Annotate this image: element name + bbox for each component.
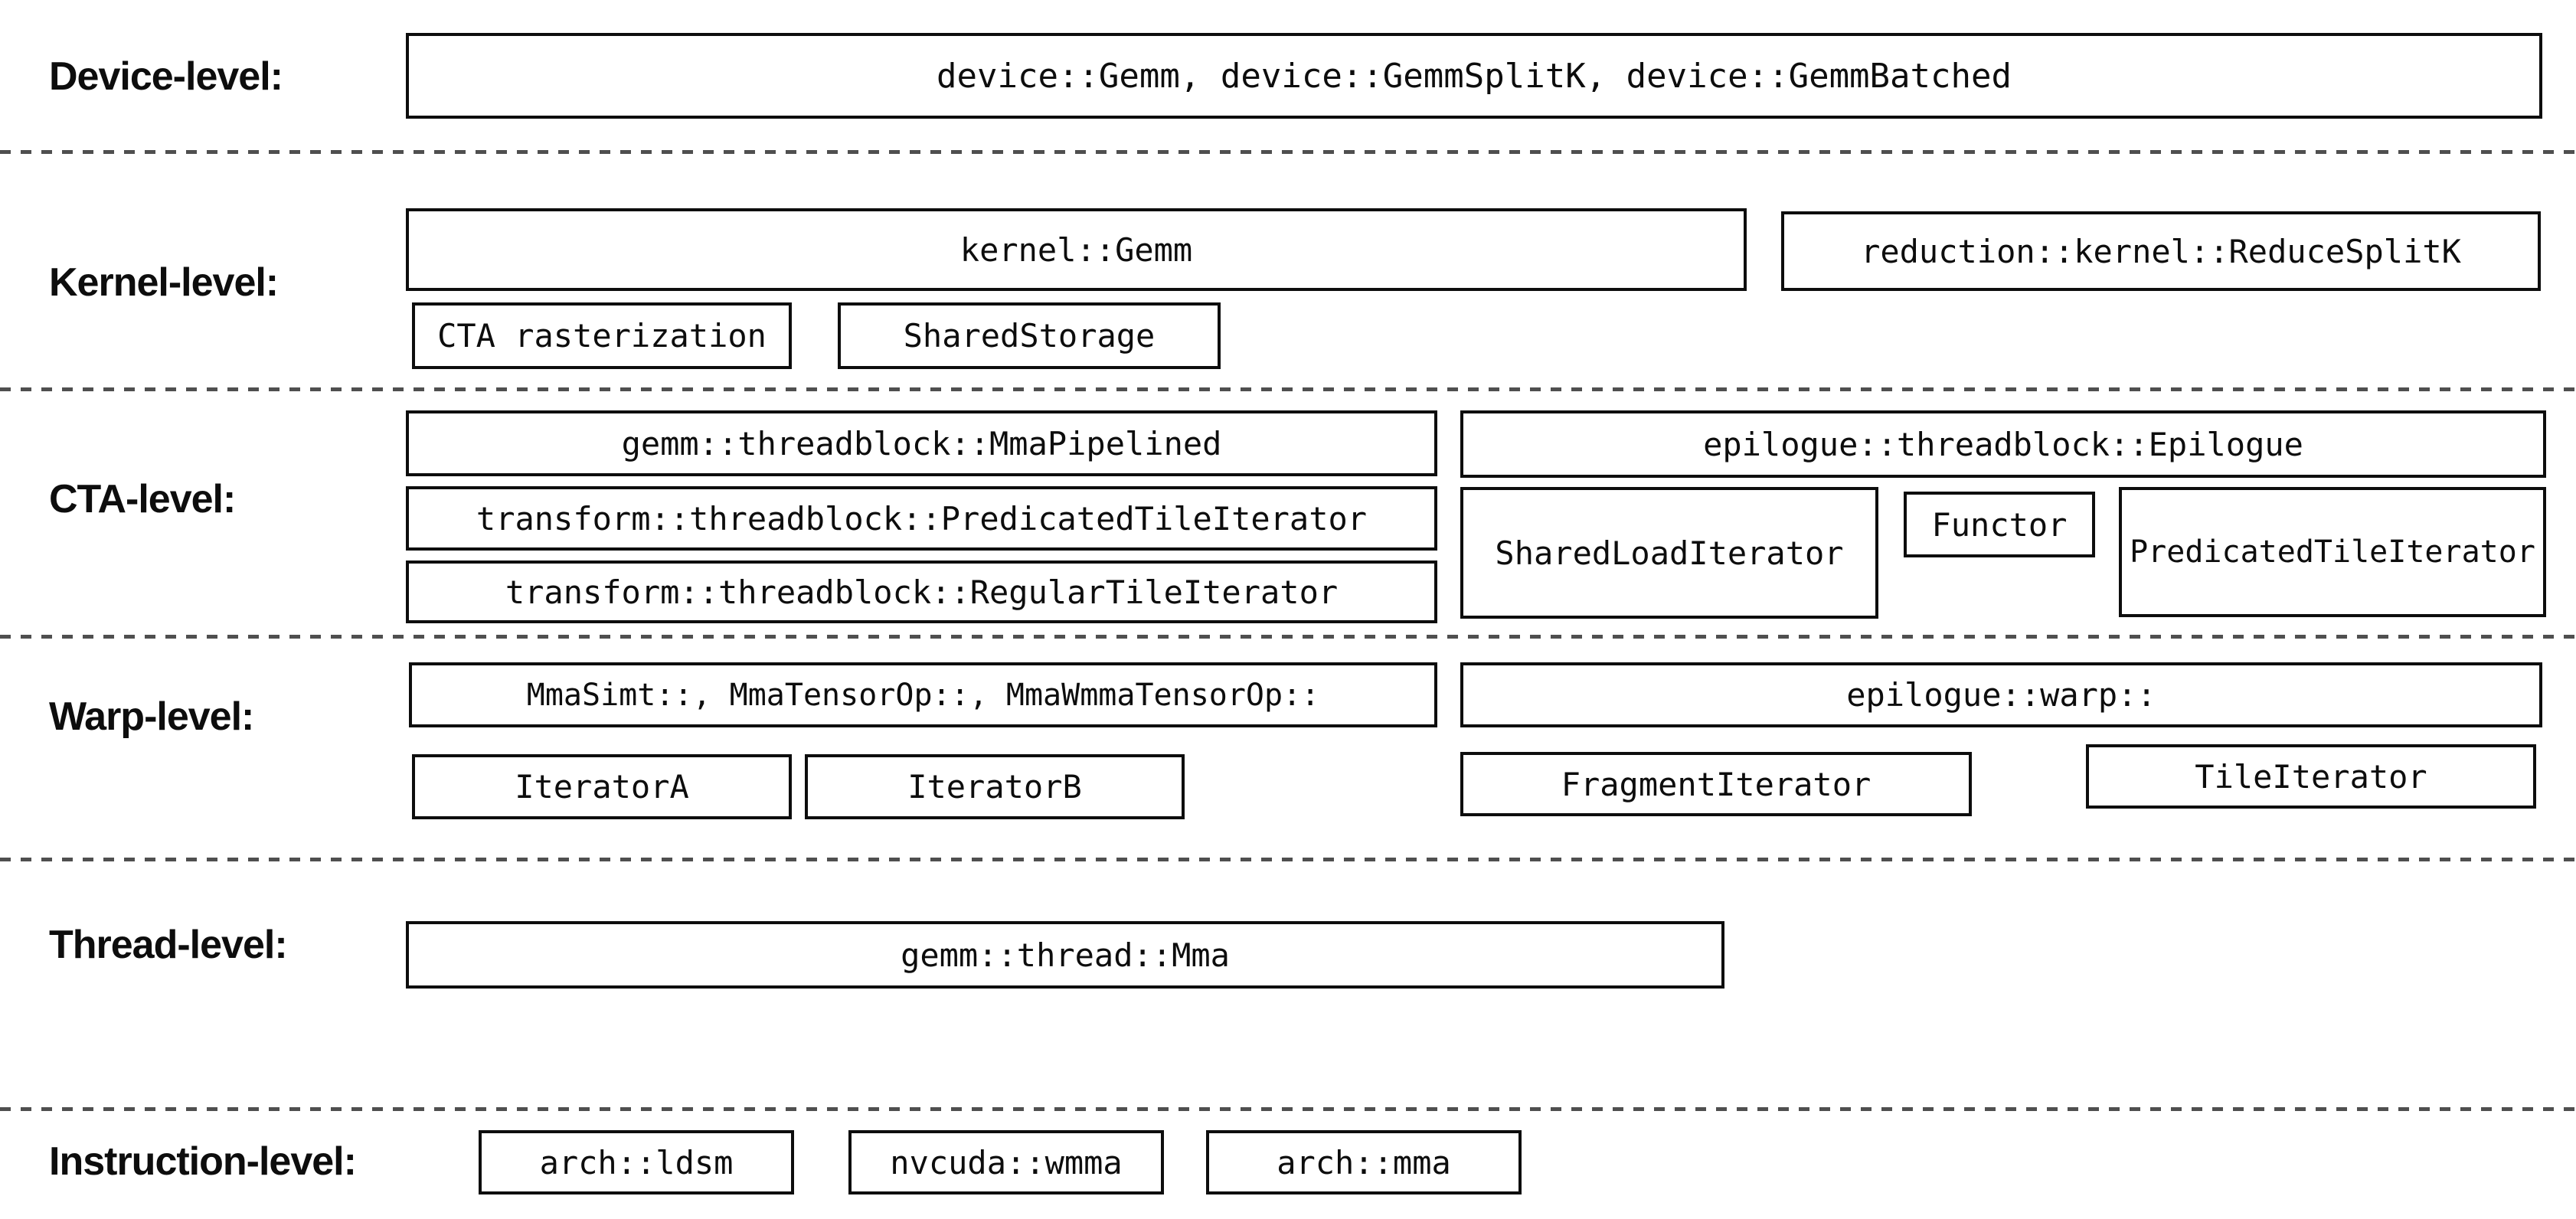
box-arch-ldsm: arch::ldsm: [479, 1130, 794, 1194]
box-device-gemm: device::Gemm, device::GemmSplitK, device…: [406, 33, 2542, 119]
box-functor: Functor: [1904, 492, 2095, 557]
box-epilogue-threadblock-epilogue: epilogue::threadblock::Epilogue: [1460, 410, 2546, 478]
box-predicated-tile-iterator: PredicatedTileIterator: [2119, 487, 2546, 617]
row-label-instruction-level: Instruction-level:: [49, 1139, 357, 1184]
box-fragment-iterator: FragmentIterator: [1460, 752, 1972, 816]
separator-line-1: [0, 150, 2576, 154]
separator-line-4: [0, 858, 2576, 861]
box-shared-storage: SharedStorage: [838, 302, 1221, 369]
box-iterator-a: IteratorA: [412, 754, 792, 819]
row-label-thread-level: Thread-level:: [49, 923, 288, 967]
row-label-cta-level: CTA-level:: [49, 477, 236, 521]
separator-line-5: [0, 1107, 2576, 1111]
box-reduction-kernel-reduce-splitk: reduction::kernel::ReduceSplitK: [1781, 211, 2541, 291]
box-gemm-thread-mma: gemm::thread::Mma: [406, 921, 1724, 989]
box-transform-threadblock-predicated-tile-iterator: transform::threadblock::PredicatedTileIt…: [406, 486, 1437, 551]
row-label-kernel-level: Kernel-level:: [49, 260, 279, 305]
box-cta-rasterization: CTA rasterization: [412, 302, 792, 369]
box-arch-mma: arch::mma: [1206, 1130, 1522, 1194]
box-iterator-b: IteratorB: [805, 754, 1185, 819]
box-kernel-gemm: kernel::Gemm: [406, 208, 1747, 291]
box-warp-mma-variants: MmaSimt::, MmaTensorOp::, MmaWmmaTensorO…: [409, 662, 1437, 727]
separator-line-3: [0, 635, 2576, 639]
box-transform-threadblock-regular-tile-iterator: transform::threadblock::RegularTileItera…: [406, 560, 1437, 623]
row-label-warp-level: Warp-level:: [49, 694, 254, 739]
row-label-device-level: Device-level:: [49, 54, 283, 99]
box-gemm-threadblock-mma-pipelined: gemm::threadblock::MmaPipelined: [406, 410, 1437, 476]
box-epilogue-warp: epilogue::warp::: [1460, 662, 2542, 727]
box-shared-load-iterator: SharedLoadIterator: [1460, 487, 1878, 619]
box-nvcuda-wmma: nvcuda::wmma: [848, 1130, 1164, 1194]
box-tile-iterator: TileIterator: [2086, 744, 2536, 809]
separator-line-2: [0, 387, 2576, 391]
